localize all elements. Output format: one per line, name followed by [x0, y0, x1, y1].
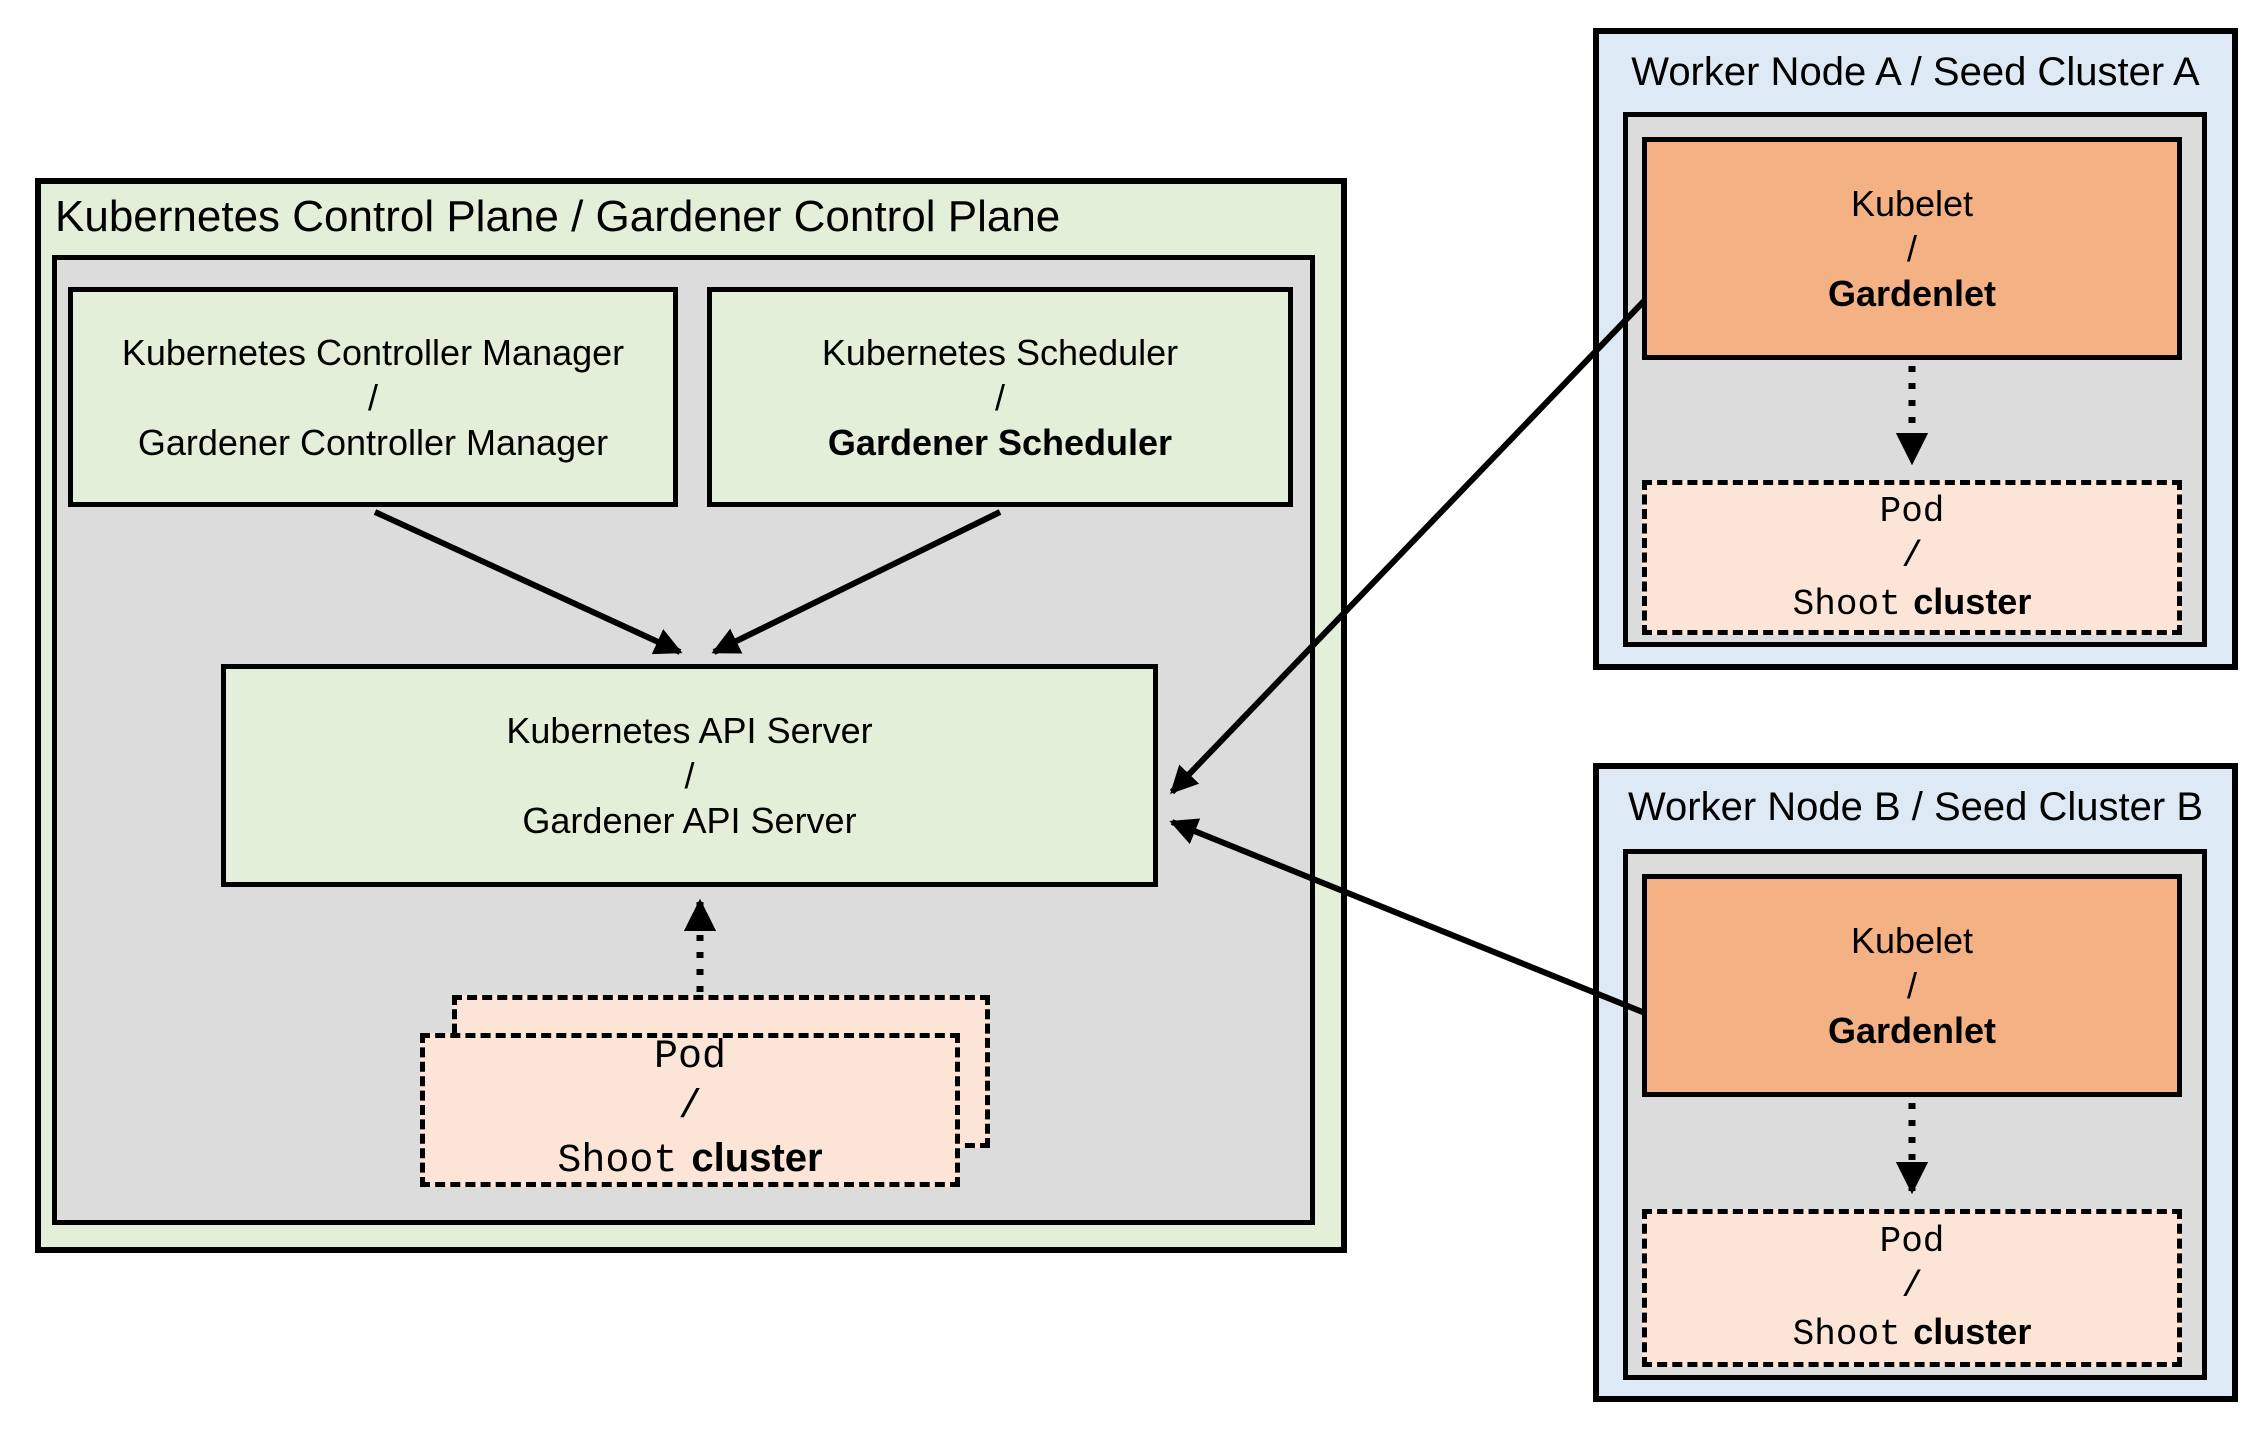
- pod-b-cluster-word: cluster: [1913, 1311, 2032, 1352]
- pod-b-line2: Shoot cluster: [1793, 1309, 2032, 1357]
- kubelet-b-separator: /: [1906, 965, 1917, 1006]
- kubelet-a-separator: /: [1906, 228, 1917, 269]
- controller-manager-separator: /: [367, 376, 378, 418]
- worker-node-b-box: Worker Node B / Seed Cluster B Kubelet /…: [1593, 763, 2238, 1402]
- control-plane-box: Kubernetes Control Plane / Gardener Cont…: [35, 178, 1347, 1253]
- scheduler-line1: Kubernetes Scheduler: [821, 331, 1179, 373]
- scheduler-separator: /: [994, 376, 1005, 418]
- kubelet-gardenlet-b-box: Kubelet / Gardenlet: [1642, 874, 2182, 1097]
- controller-manager-line2: Gardener Controller Manager: [137, 421, 609, 463]
- pod-a-shoot-word: Shoot: [1792, 583, 1901, 625]
- pod-a-separator: /: [1901, 535, 1923, 577]
- pod-stack-front-box: Pod / Shoot cluster: [420, 1033, 960, 1187]
- pod-stack-separator: /: [677, 1085, 702, 1130]
- scheduler-box: Kubernetes Scheduler / Gardener Schedule…: [707, 287, 1293, 507]
- pod-b-separator: /: [1901, 1266, 1923, 1307]
- controller-manager-line1: Kubernetes Controller Manager: [121, 331, 625, 373]
- kubelet-b-line1: Kubelet: [1850, 920, 1974, 961]
- api-server-line2: Gardener API Server: [522, 800, 857, 841]
- kubelet-b-line2: Gardenlet: [1827, 1010, 1997, 1051]
- api-server-line1: Kubernetes API Server: [506, 710, 873, 751]
- kubelet-a-line1: Kubelet: [1850, 183, 1974, 224]
- worker-node-b-title: Worker Node B / Seed Cluster B: [1627, 785, 2204, 829]
- controller-manager-box: Kubernetes Controller Manager / Gardener…: [68, 287, 678, 507]
- pod-shoot-b-box: Pod / Shoot cluster: [1642, 1209, 2182, 1367]
- pod-b-shoot-word: Shoot: [1792, 1314, 1901, 1355]
- pod-a-cluster-word: cluster: [1913, 580, 2032, 622]
- pod-a-line2: Shoot cluster: [1793, 579, 2032, 627]
- scheduler-line2: Gardener Scheduler: [827, 421, 1173, 463]
- pod-stack-line1: Pod: [653, 1035, 726, 1080]
- pod-stack-line2: Shoot cluster: [557, 1133, 822, 1187]
- worker-node-a-box: Worker Node A / Seed Cluster A Kubelet /…: [1593, 28, 2238, 670]
- pod-shoot-a-box: Pod / Shoot cluster: [1642, 480, 2182, 635]
- worker-node-b-inner-box: Kubelet / Gardenlet Pod / Shoot cluster: [1623, 849, 2207, 1380]
- kubelet-a-line2: Gardenlet: [1827, 273, 1997, 314]
- pod-a-line1: Pod: [1879, 490, 1945, 532]
- worker-node-a-title: Worker Node A / Seed Cluster A: [1631, 50, 2200, 94]
- api-server-separator: /: [684, 755, 695, 796]
- control-plane-inner-box: Kubernetes Controller Manager / Gardener…: [52, 255, 1315, 1225]
- pod-stack-shoot-word: Shoot: [557, 1139, 678, 1184]
- kubelet-gardenlet-a-box: Kubelet / Gardenlet: [1642, 137, 2182, 360]
- pod-b-line1: Pod: [1879, 1221, 1945, 1262]
- worker-node-a-inner-box: Kubelet / Gardenlet Pod / Shoot cluster: [1623, 112, 2207, 647]
- control-plane-title: Kubernetes Control Plane / Gardener Cont…: [55, 192, 1061, 241]
- pod-stack-cluster-word: cluster: [691, 1136, 823, 1180]
- api-server-box: Kubernetes API Server / Gardener API Ser…: [221, 664, 1158, 887]
